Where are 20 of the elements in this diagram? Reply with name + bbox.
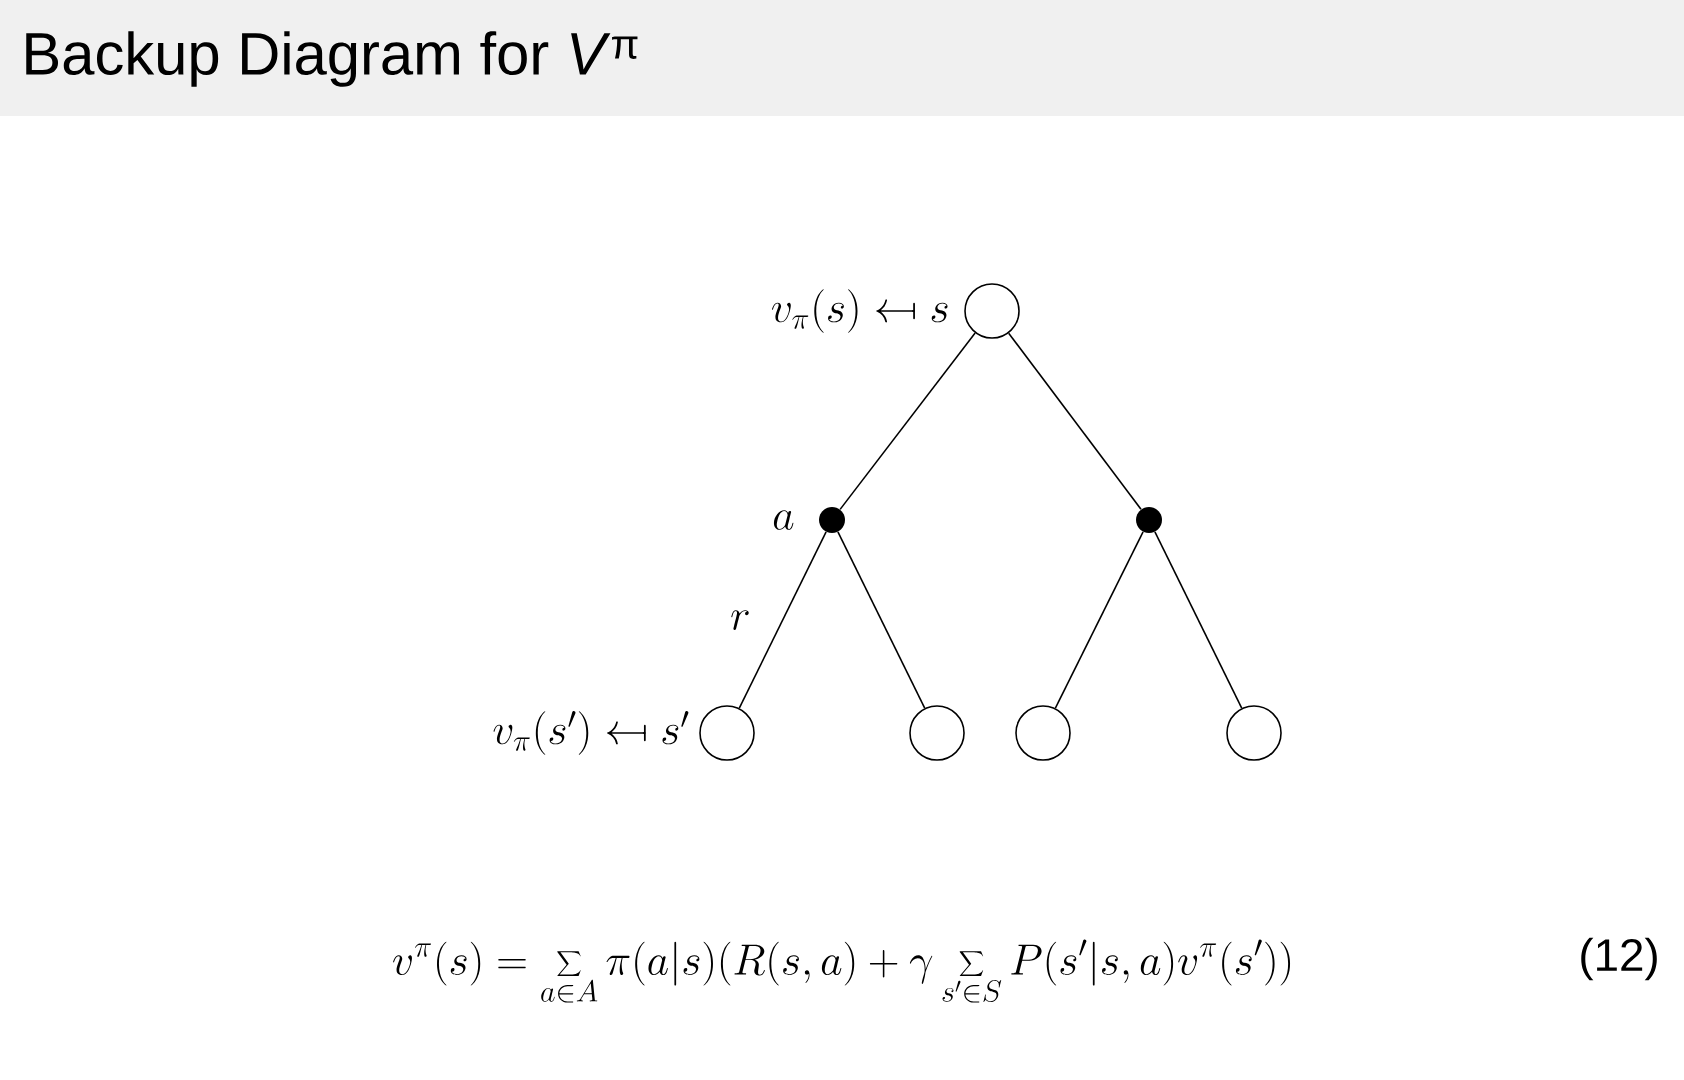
circle <box>1015 705 1071 761</box>
dot <box>819 507 845 533</box>
circle <box>964 283 1020 339</box>
edge-line <box>738 531 827 709</box>
edge-line <box>837 531 926 709</box>
title: Backup Diagram for V$^{π}$ <box>26 31 638 87</box>
circle <box>1226 705 1282 761</box>
edge-line <box>839 332 976 511</box>
edge-line <box>1154 531 1243 709</box>
node-label: $v_\pi(s') \mapsfrom s'$ <box>493 711 689 755</box>
circle <box>699 705 755 761</box>
formula: $v^\pi(s) = \sum_{a\in A}\pi(a|s)(R(s,a)+\gamma\sum_{s'\in S}P(s'|s,a)v^\pi(s'))$ <box>393 939 1291 1003</box>
dot <box>1136 507 1162 533</box>
equation-number: (12) <box>1581 937 1657 981</box>
node-label: $a$ <box>773 510 794 530</box>
edge-line <box>1007 332 1142 511</box>
node-label: $v_\pi(s) \mapsfrom s$ <box>772 289 948 333</box>
edge-line <box>1054 531 1144 709</box>
edge-label: $r$ <box>731 610 749 630</box>
circle <box>909 705 965 761</box>
